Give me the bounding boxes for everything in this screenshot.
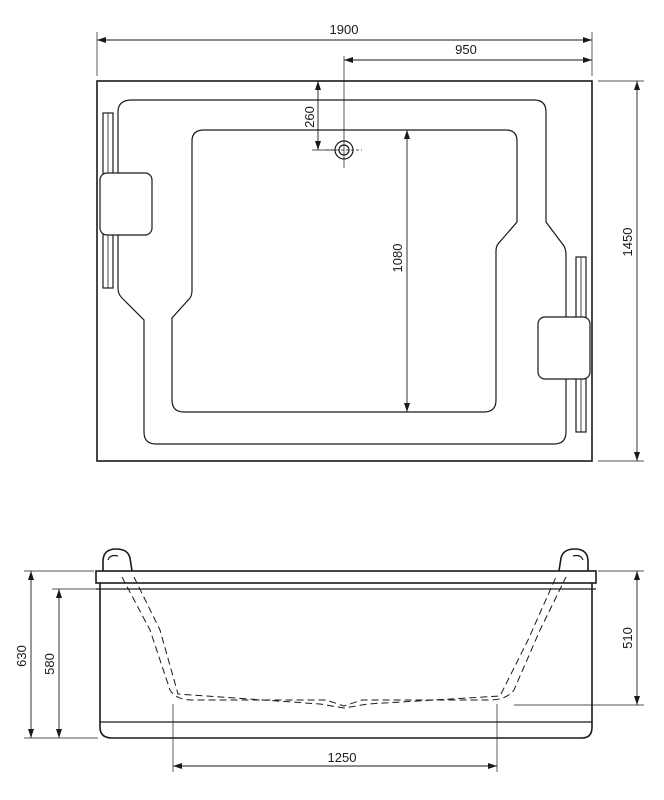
handle-left-icon (102, 548, 133, 572)
side-view: 630 580 510 1250 (14, 548, 644, 772)
dim-label-260: 260 (302, 106, 317, 128)
drain-icon (326, 56, 362, 168)
dim-total-height: 630 (14, 570, 98, 739)
dim-bottom-length: 1250 (172, 704, 498, 772)
dim-total-depth: 1450 (598, 80, 644, 462)
dim-label-1900: 1900 (330, 22, 359, 37)
tub-body-side (99, 583, 593, 739)
headrest-right (537, 316, 591, 380)
dim-label-580: 580 (42, 653, 57, 675)
dim-drain-offset: 260 (302, 81, 336, 151)
basin-contour (171, 129, 518, 413)
dim-label-1450: 1450 (620, 228, 635, 257)
dim-half-width: 950 (344, 42, 592, 63)
tub-outline-top (96, 80, 593, 462)
dim-label-950: 950 (455, 42, 477, 57)
dim-label-510: 510 (620, 627, 635, 649)
dim-total-width: 1900 (96, 22, 593, 76)
dim-label-1080: 1080 (390, 244, 405, 273)
basin-profile-dashed (121, 576, 567, 707)
dim-inner-height: 580 (42, 588, 96, 738)
rim-top (95, 570, 597, 584)
dim-inner-length: 1080 (390, 130, 410, 412)
dim-label-1250: 1250 (328, 750, 357, 765)
headrest-left (99, 172, 153, 236)
dim-label-630: 630 (14, 645, 29, 667)
top-view: 1900 950 260 1080 1450 (96, 22, 644, 462)
rim-contour (117, 99, 567, 445)
dim-basin-depth: 510 (514, 570, 644, 706)
handle-right-icon (558, 548, 589, 572)
